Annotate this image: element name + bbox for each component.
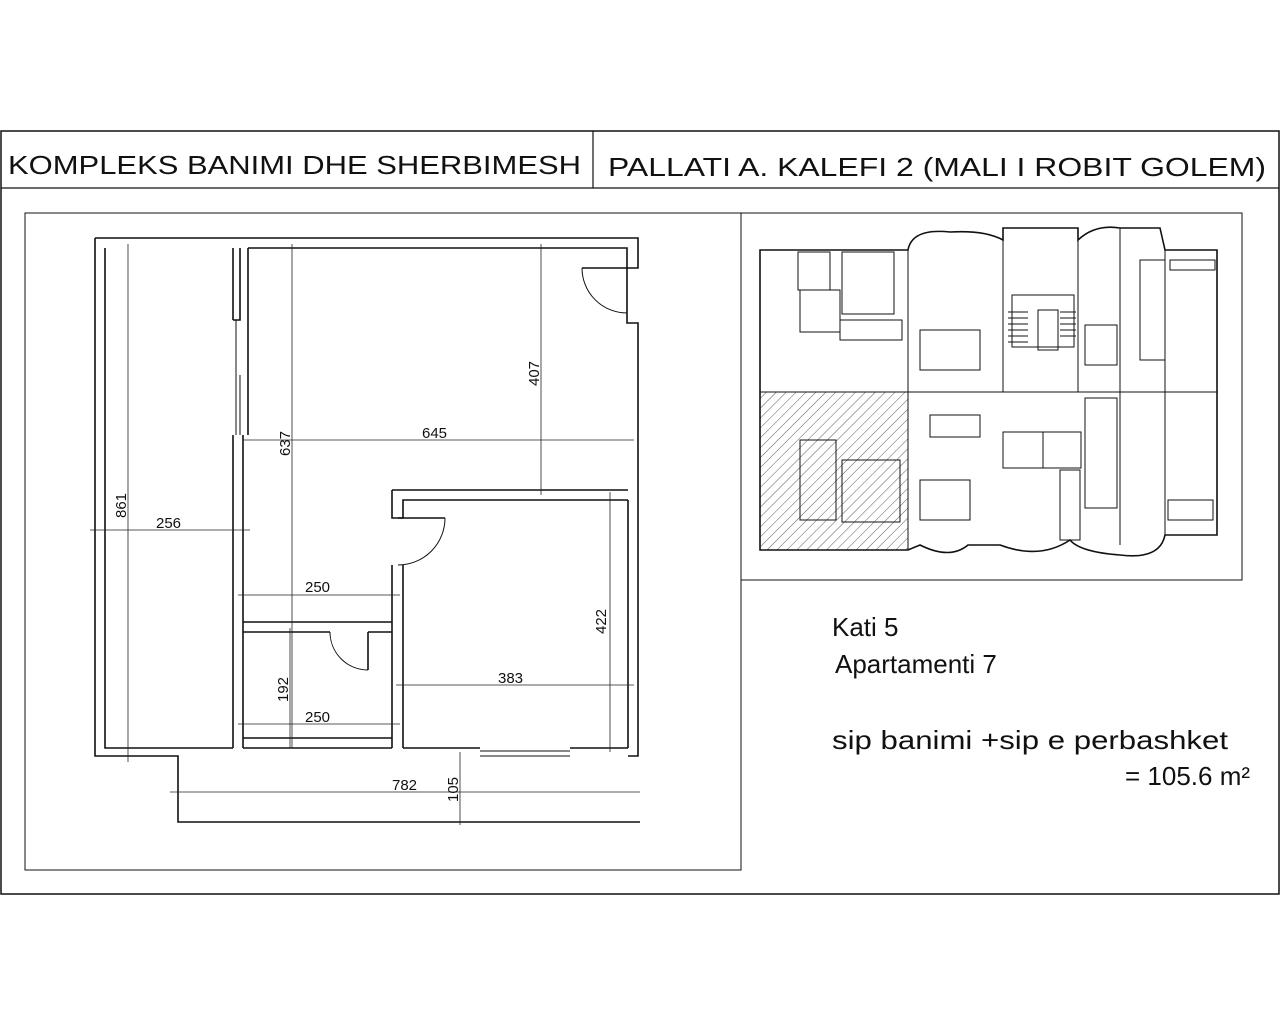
key-plan-panel xyxy=(740,212,1243,581)
dim-mid-height: 637 xyxy=(277,431,294,456)
dim-bath-height: 192 xyxy=(275,677,292,702)
sheet-frame xyxy=(0,130,1280,895)
room-door-swing xyxy=(397,517,446,566)
area-label: sip banimi +sip e perbashket xyxy=(832,725,1229,755)
stairs xyxy=(1008,311,1076,343)
dim-total-height: 861 xyxy=(113,493,130,518)
area-value: = 105.6 m² xyxy=(1125,761,1250,791)
dimension-lines xyxy=(90,244,640,825)
dim-bath-width: 250 xyxy=(305,709,330,726)
apartment-label: Apartamenti 7 xyxy=(835,649,997,679)
dim-balcony-depth: 105 xyxy=(445,777,462,802)
building-title: PALLATI A. KALEFI 2 (MALI I ROBIT GOLEM) xyxy=(608,152,1266,182)
outer-wall xyxy=(95,237,639,757)
building-outline xyxy=(759,226,1218,557)
bath-door-swing xyxy=(329,631,369,671)
dim-main-width: 645 xyxy=(422,425,447,442)
dim-lower-room-width: 383 xyxy=(498,670,523,687)
apartment-plan: 861 256 637 645 407 250 192 250 422 383 … xyxy=(90,237,640,825)
floor-label: Kati 5 xyxy=(832,612,899,642)
plan-panel xyxy=(24,212,742,871)
outer-wall-inner-left xyxy=(104,248,233,749)
entrance-door-swing xyxy=(581,267,628,314)
project-title: KOMPLEKS BANIMI DHE SHERBIMESH xyxy=(8,150,581,180)
dim-corridor-width: 250 xyxy=(305,579,330,596)
dim-lower-room-height: 422 xyxy=(593,609,610,634)
dim-total-width: 782 xyxy=(392,777,417,794)
outer-wall-left xyxy=(94,238,640,823)
key-plan xyxy=(759,226,1218,557)
dim-upper-height: 407 xyxy=(526,361,543,386)
dim-left-width: 256 xyxy=(156,515,181,532)
outer-wall-inner-top xyxy=(248,247,628,268)
highlighted-apartment xyxy=(759,391,909,551)
